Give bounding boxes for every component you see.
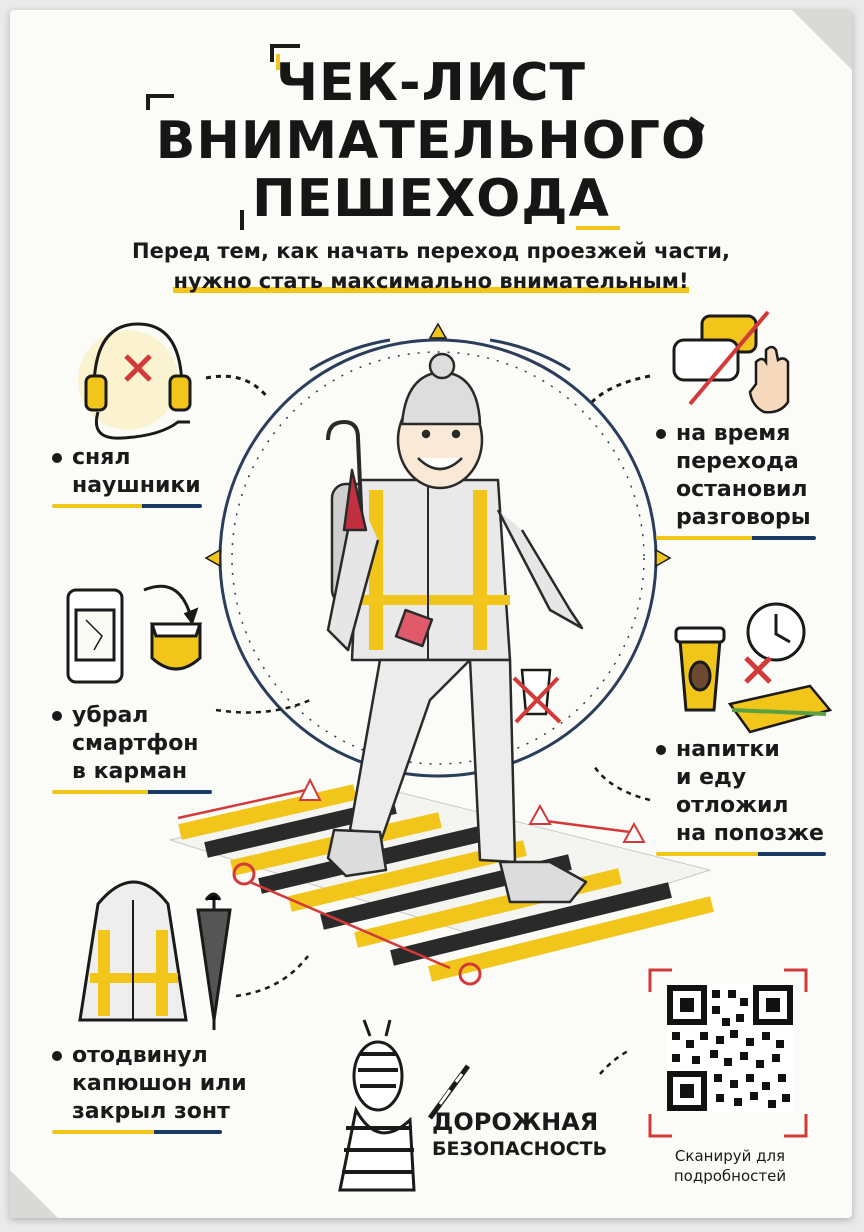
poster: ЧЕК-ЛИСТ ВНИМАТЕЛЬНОГО ПЕШЕХОДА Перед те… [10,10,852,1218]
item-underline [52,1130,222,1134]
page-title: ЧЕК-ЛИСТ ВНИМАТЕЛЬНОГО ПЕШЕХОДА [10,54,852,228]
subtitle-line-1: Перед тем, как начать переход проезжей ч… [132,239,730,263]
page-curl-bottom [10,1170,58,1218]
bullet-icon [52,453,62,463]
bullet-icon [656,429,666,439]
checklist-item-hood: отодвинул капюшон или закрыл зонт [52,1042,247,1134]
subtitle: Перед тем, как начать переход проезжей ч… [30,236,832,296]
hooded-jacket-icon [78,880,188,1022]
item-underline [656,536,816,540]
title-line-3: ПЕШЕХОДА [252,169,610,229]
checklist-item-talk: на время перехода остановил разговоры [656,420,816,540]
title-brackets-icon [146,44,705,230]
item-underline [656,852,826,856]
zebra-mascot-icon [338,1019,471,1192]
qr-caption-line-2: подробностей [673,1167,787,1185]
sandwich-icon [727,656,833,734]
pedestrian-illustration [326,352,588,904]
umbrella-icon [196,892,232,1030]
item-underline [52,504,202,508]
logo-line-2: БЕЗОПАСНОСТЬ [432,1138,608,1160]
checklist-item-phone: убрал смартфон в карман [52,702,212,794]
headphones-icon [78,322,270,440]
clock-icon [746,602,806,662]
bullet-icon [656,745,666,755]
title-line-1: ЧЕК-ЛИСТ [276,53,586,113]
checklist-item-headphones: снял наушники [52,444,202,508]
bullet-icon [52,711,62,721]
subtitle-line-2: нужно стать максимально внимательным! [30,266,832,296]
logo-line-1: ДОРОЖНАЯ [432,1108,599,1136]
qr-caption: Сканируй для подробностей [650,1146,810,1186]
qr-caption-line-1: Сканируй для [674,1147,786,1165]
smartphone-icon [66,588,124,684]
bullet-icon [52,1051,62,1061]
qr-code-icon [648,968,808,1138]
title-line-2: ВНИМАТЕЛЬНОГО [155,111,707,171]
checklist-item-food: напитки и еду отложил на попозже [656,736,826,856]
speech-bubbles-icon [590,310,770,406]
road-safety-logo: ДОРОЖНАЯ БЕЗОПАСНОСТЬ [432,1108,607,1162]
coffee-cup-icon [674,626,726,712]
illustration-layer [66,44,833,1192]
stop-hand-icon [748,345,790,414]
crosswalk-icon [168,777,714,986]
compass-ring-icon [204,322,672,778]
item-underline [52,790,212,794]
page-curl [792,10,852,70]
pocket-icon [143,584,203,671]
subtitle-highlight: нужно стать максимально внимательным! [173,269,689,293]
